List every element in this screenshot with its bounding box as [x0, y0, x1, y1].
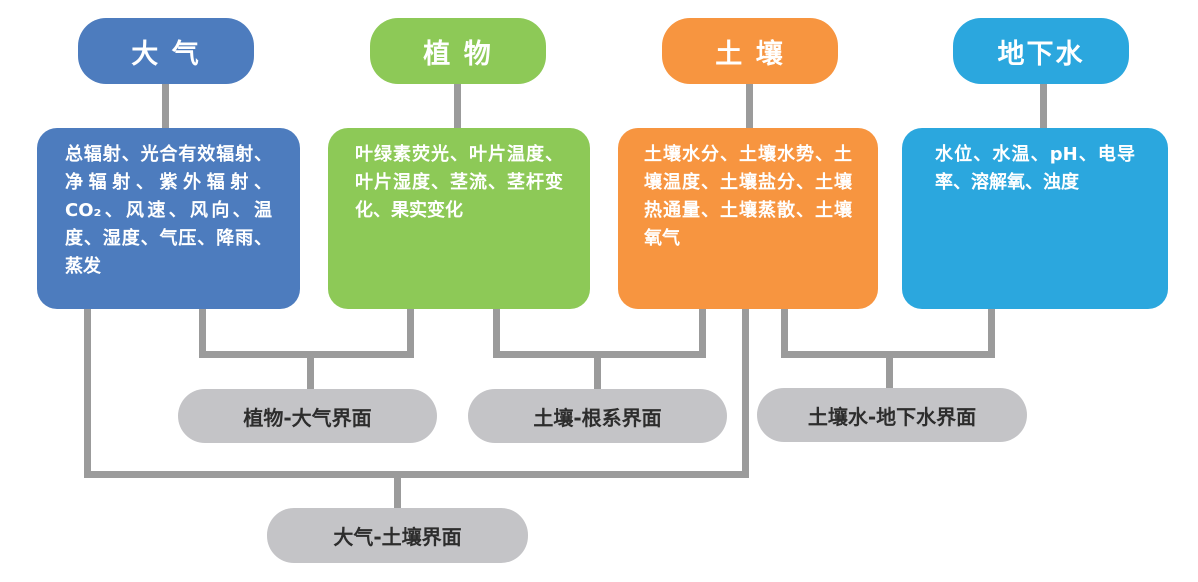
node-atmosphere-parameters: 总辐射、光合有效辐射、净辐射、紫外辐射、CO₂、风速、风向、温度、湿度、气压、降…	[37, 128, 300, 309]
connector-plant-atmosphere-pill-stub	[307, 358, 314, 389]
pill-soilwater-groundwater-interface: 土壤水-地下水界面	[757, 388, 1027, 442]
node-soil-parameters: 土壤水分、土壤水势、土壤温度、土壤盐分、土壤热通量、土壤蒸散、土壤氧气	[618, 128, 878, 309]
node-soil-title: 土 壤	[715, 38, 785, 70]
node-atmosphere-header: 大 气	[78, 18, 254, 84]
connector-soilwater-groundwater-pill-stub	[886, 358, 893, 388]
connector-plant-to-soil-bracket-left	[493, 308, 500, 355]
connector-atmosphere-header-stub	[162, 80, 169, 130]
pill-plant-atmosphere-interface: 植物-大气界面	[178, 389, 437, 443]
connector-soil-to-groundwater-bracket-bar	[781, 351, 995, 358]
soilwater-groundwater-interface-label: 土壤水-地下水界面	[807, 404, 977, 429]
connector-plant-to-soil-bracket-bar	[493, 351, 706, 358]
connector-soil-root-pill-stub	[594, 358, 601, 389]
pill-soil-root-interface: 土壤-根系界面	[468, 389, 727, 443]
plant-atmosphere-interface-label: 植物-大气界面	[243, 405, 372, 430]
plant-parameters-text: 叶绿素荧光、叶片温度、叶片湿度、茎流、茎杆变化、果实变化	[355, 144, 563, 221]
connector-soil-to-groundwater-bracket-right	[988, 308, 995, 355]
connector-atmosphere-to-soil-long-left	[84, 308, 91, 478]
connector-atmosphere-to-plant-bracket-left	[199, 308, 206, 355]
soil-parameters-text: 土壤水分、土壤水势、土壤温度、土壤盐分、土壤热通量、土壤蒸散、土壤氧气	[644, 144, 852, 249]
connector-plant-header-stub	[454, 80, 461, 130]
connector-soil-header-stub	[746, 80, 753, 130]
connector-atmosphere-to-plant-bracket-bar	[199, 351, 414, 358]
connector-soil-to-groundwater-bracket-left	[781, 308, 788, 355]
node-plant-header: 植 物	[370, 18, 546, 84]
node-atmosphere-title: 大 气	[131, 38, 201, 70]
groundwater-parameters-text: 水位、水温、pH、电导率、溶解氧、浊度	[935, 144, 1135, 193]
connector-atmosphere-to-soil-bottom-bar	[84, 471, 749, 478]
atmosphere-parameters-text: 总辐射、光合有效辐射、净辐射、紫外辐射、CO₂、风速、风向、温度、湿度、气压、降…	[65, 144, 272, 277]
connector-atmosphere-to-soil-long-right	[742, 308, 749, 478]
node-plant-parameters: 叶绿素荧光、叶片温度、叶片湿度、茎流、茎杆变化、果实变化	[328, 128, 590, 309]
node-groundwater-parameters: 水位、水温、pH、电导率、溶解氧、浊度	[902, 128, 1168, 309]
node-groundwater-header: 地下水	[953, 18, 1129, 84]
connector-atmosphere-soil-pill-stub	[394, 478, 401, 508]
connector-plant-to-soil-bracket-right	[699, 308, 706, 355]
pill-atmosphere-soil-interface: 大气-土壤界面	[267, 508, 528, 563]
connector-atmosphere-to-plant-bracket-right	[407, 308, 414, 355]
connector-groundwater-header-stub	[1040, 80, 1047, 130]
node-soil-header: 土 壤	[662, 18, 838, 84]
node-plant-title: 植 物	[423, 38, 493, 70]
soil-root-interface-label: 土壤-根系界面	[533, 405, 662, 430]
node-groundwater-title: 地下水	[997, 38, 1085, 70]
atmosphere-soil-interface-label: 大气-土壤界面	[333, 525, 462, 549]
